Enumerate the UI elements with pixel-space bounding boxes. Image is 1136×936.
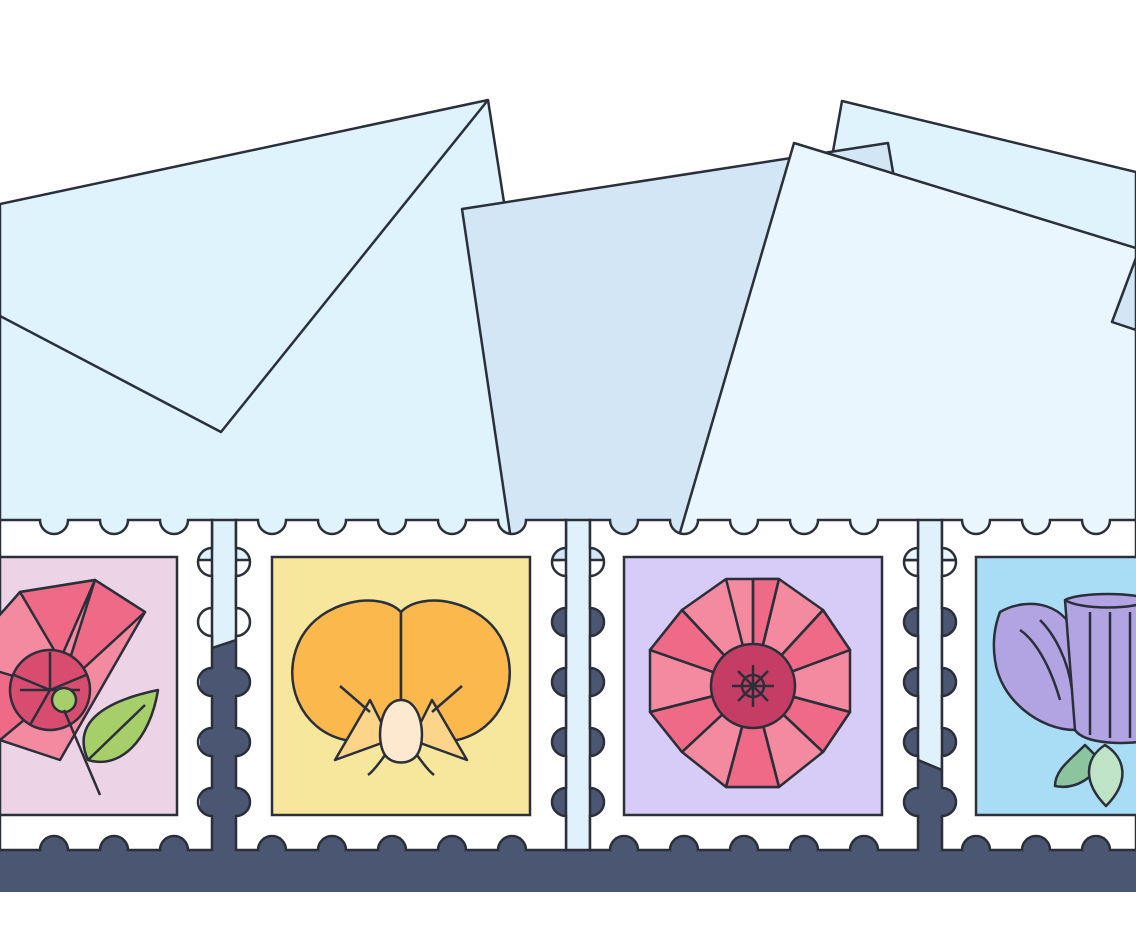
- sweet-pea-icon: [291, 599, 511, 776]
- envelope-front-right: [670, 141, 1136, 562]
- envelope-left-flap: [0, 99, 489, 434]
- stamp-sweet-pea: [234, 518, 568, 852]
- envelope-stack: [0, 98, 1136, 562]
- stamp-hibiscus: [0, 518, 214, 852]
- envelope-corner: [1110, 256, 1136, 332]
- stamp-tulip: [940, 518, 1136, 852]
- hibiscus-icon: [0, 578, 160, 796]
- zinnia-icon: [648, 577, 852, 789]
- envelope-left: [0, 98, 562, 562]
- stamp-zinnia: [588, 518, 920, 852]
- tulip-icon: [992, 592, 1136, 808]
